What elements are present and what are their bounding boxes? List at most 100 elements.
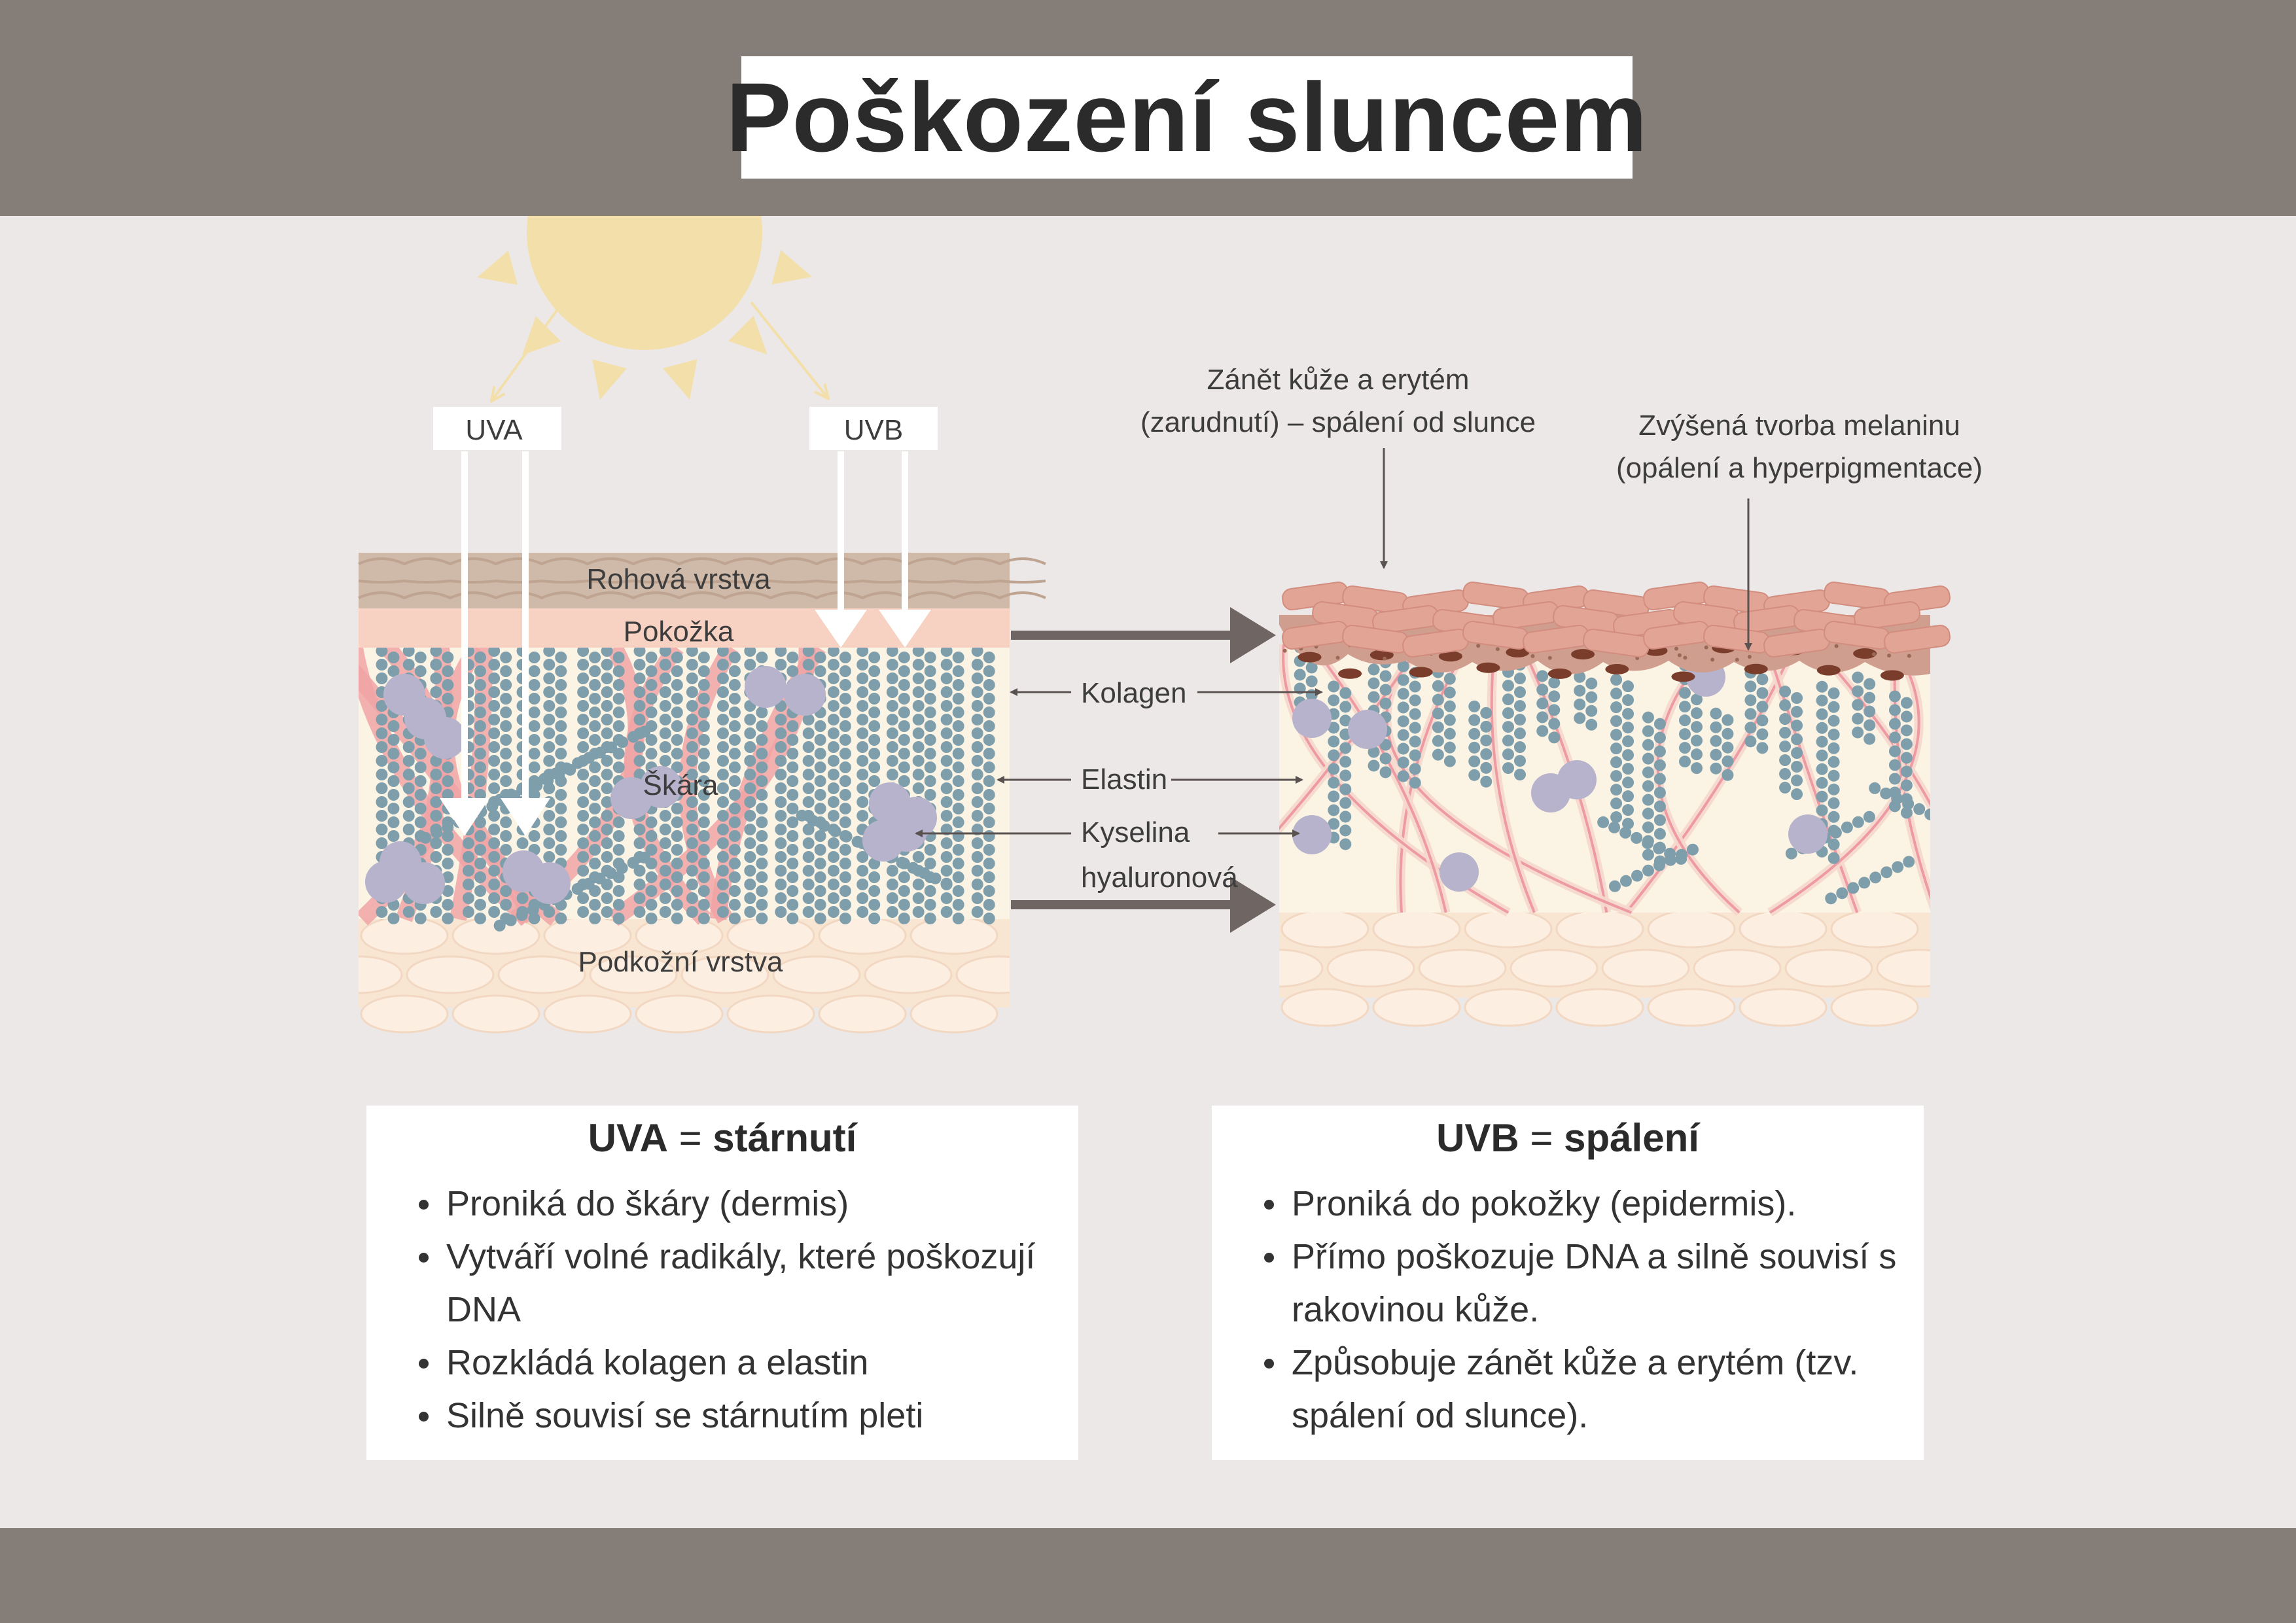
elastin-dot xyxy=(612,652,625,663)
elastin-dot xyxy=(1379,670,1392,682)
elastin-dot xyxy=(814,761,826,773)
elastin-dot xyxy=(857,755,869,767)
elastin-dot xyxy=(1691,762,1703,775)
elastin-dot xyxy=(983,761,995,773)
elastin-dot xyxy=(1828,701,1840,713)
elastin-dot xyxy=(442,871,454,883)
elastin-dot xyxy=(1825,892,1837,905)
elastin-dot xyxy=(898,775,910,787)
elastin-dot xyxy=(756,652,768,663)
elastin-dot xyxy=(1619,875,1632,887)
elastin-dot xyxy=(1610,756,1623,769)
elastin-dot xyxy=(1653,745,1666,758)
elastin-dot xyxy=(462,837,474,849)
elastin-dot xyxy=(633,892,646,904)
elastin-dot xyxy=(898,720,910,732)
elastin-dot xyxy=(1432,693,1444,706)
elastin-dot xyxy=(857,700,869,712)
elastin-dot xyxy=(868,775,881,787)
elastin-dot xyxy=(716,810,729,822)
elastin-dot xyxy=(886,659,898,671)
elastin-dot xyxy=(971,645,983,657)
elastin-dot xyxy=(1863,733,1876,745)
elastin-dot xyxy=(898,748,910,759)
elastin-dot xyxy=(1863,691,1876,704)
elastin-dot xyxy=(1779,699,1792,712)
melanin-granule xyxy=(1571,649,1595,660)
elastin-dot xyxy=(1619,826,1632,839)
elastin-dot xyxy=(716,782,729,794)
elastin-dot xyxy=(1548,690,1561,703)
elastin-dot xyxy=(971,686,983,698)
elastin-dot xyxy=(940,892,953,904)
elastin-dot xyxy=(827,906,839,918)
elastin-dot xyxy=(1502,693,1514,706)
elastin-dot xyxy=(671,830,683,842)
elastin-dot xyxy=(1339,756,1352,768)
elastin-dot xyxy=(686,906,698,918)
elastin-dot xyxy=(912,714,925,725)
elastin-dot xyxy=(971,810,983,822)
uva-heading-eq: = xyxy=(667,1116,713,1160)
fat-cell xyxy=(1280,909,1369,949)
elastin-dot xyxy=(896,856,908,869)
elastin-dot xyxy=(577,865,590,877)
elastin-dot xyxy=(1443,755,1456,767)
elastin-dot xyxy=(488,851,501,863)
elastin-dot xyxy=(1368,746,1380,758)
elastin-dot xyxy=(827,782,839,794)
elastin-dot xyxy=(1468,769,1481,781)
elastin-dot xyxy=(633,824,646,835)
uva-label-box xyxy=(433,407,561,450)
damaged-corneum xyxy=(1282,582,1951,657)
elastin-dot xyxy=(1328,735,1340,748)
elastin-dot xyxy=(952,899,964,911)
elastin-dot xyxy=(775,851,787,863)
uvb-item: Proniká do pokožky (epidermis). xyxy=(1264,1178,1911,1230)
elastin-dot xyxy=(1779,686,1792,698)
sun-ray-spike xyxy=(477,250,518,285)
subcutis-cells xyxy=(228,916,1140,1034)
elastin-dot xyxy=(912,700,925,712)
elastin-dot xyxy=(857,810,869,822)
elastin-dot xyxy=(786,871,799,883)
elastin-dot xyxy=(1653,842,1665,854)
elastin-dot xyxy=(1722,727,1734,740)
collagen-fiber-thin xyxy=(1279,643,1422,831)
elastin-dot xyxy=(1585,705,1598,717)
elastin-dot xyxy=(645,734,658,746)
elastin-dot xyxy=(577,796,590,808)
elastin-dot xyxy=(868,665,881,677)
elastin-dot xyxy=(924,789,936,801)
elastin-dot xyxy=(1691,693,1703,706)
elastin-dot xyxy=(414,913,427,924)
elastin-dot xyxy=(1888,745,1901,758)
elastin-dot xyxy=(886,906,898,918)
elastin-dot xyxy=(376,645,388,657)
elastin-dot xyxy=(1608,880,1621,892)
elastin-dot xyxy=(387,803,400,814)
elastin-dot xyxy=(1642,848,1654,861)
elastin-dot xyxy=(402,645,415,657)
elastin-dot xyxy=(1409,680,1421,693)
elastin-dot xyxy=(786,899,799,911)
elastin-dot xyxy=(952,803,964,814)
elastin-dot xyxy=(543,741,556,753)
elastin-dot xyxy=(633,672,646,684)
elastin-dot xyxy=(376,700,388,712)
elastin-dot xyxy=(924,748,936,759)
elastin-dot xyxy=(983,871,995,883)
elastin-dot xyxy=(1468,727,1481,740)
elastin-dot xyxy=(827,727,839,739)
elastin-dot xyxy=(744,824,756,835)
elastin-dot xyxy=(528,665,540,677)
elastin-dot xyxy=(857,796,869,808)
elastin-dot xyxy=(775,727,787,739)
elastin-dot xyxy=(659,906,671,918)
fat-cell xyxy=(818,994,907,1034)
elastin-dot xyxy=(940,769,953,780)
elastin-dot xyxy=(543,824,556,835)
elastin-dot xyxy=(376,782,388,794)
elastin-dot xyxy=(589,693,601,705)
elastin-dot xyxy=(786,858,799,869)
